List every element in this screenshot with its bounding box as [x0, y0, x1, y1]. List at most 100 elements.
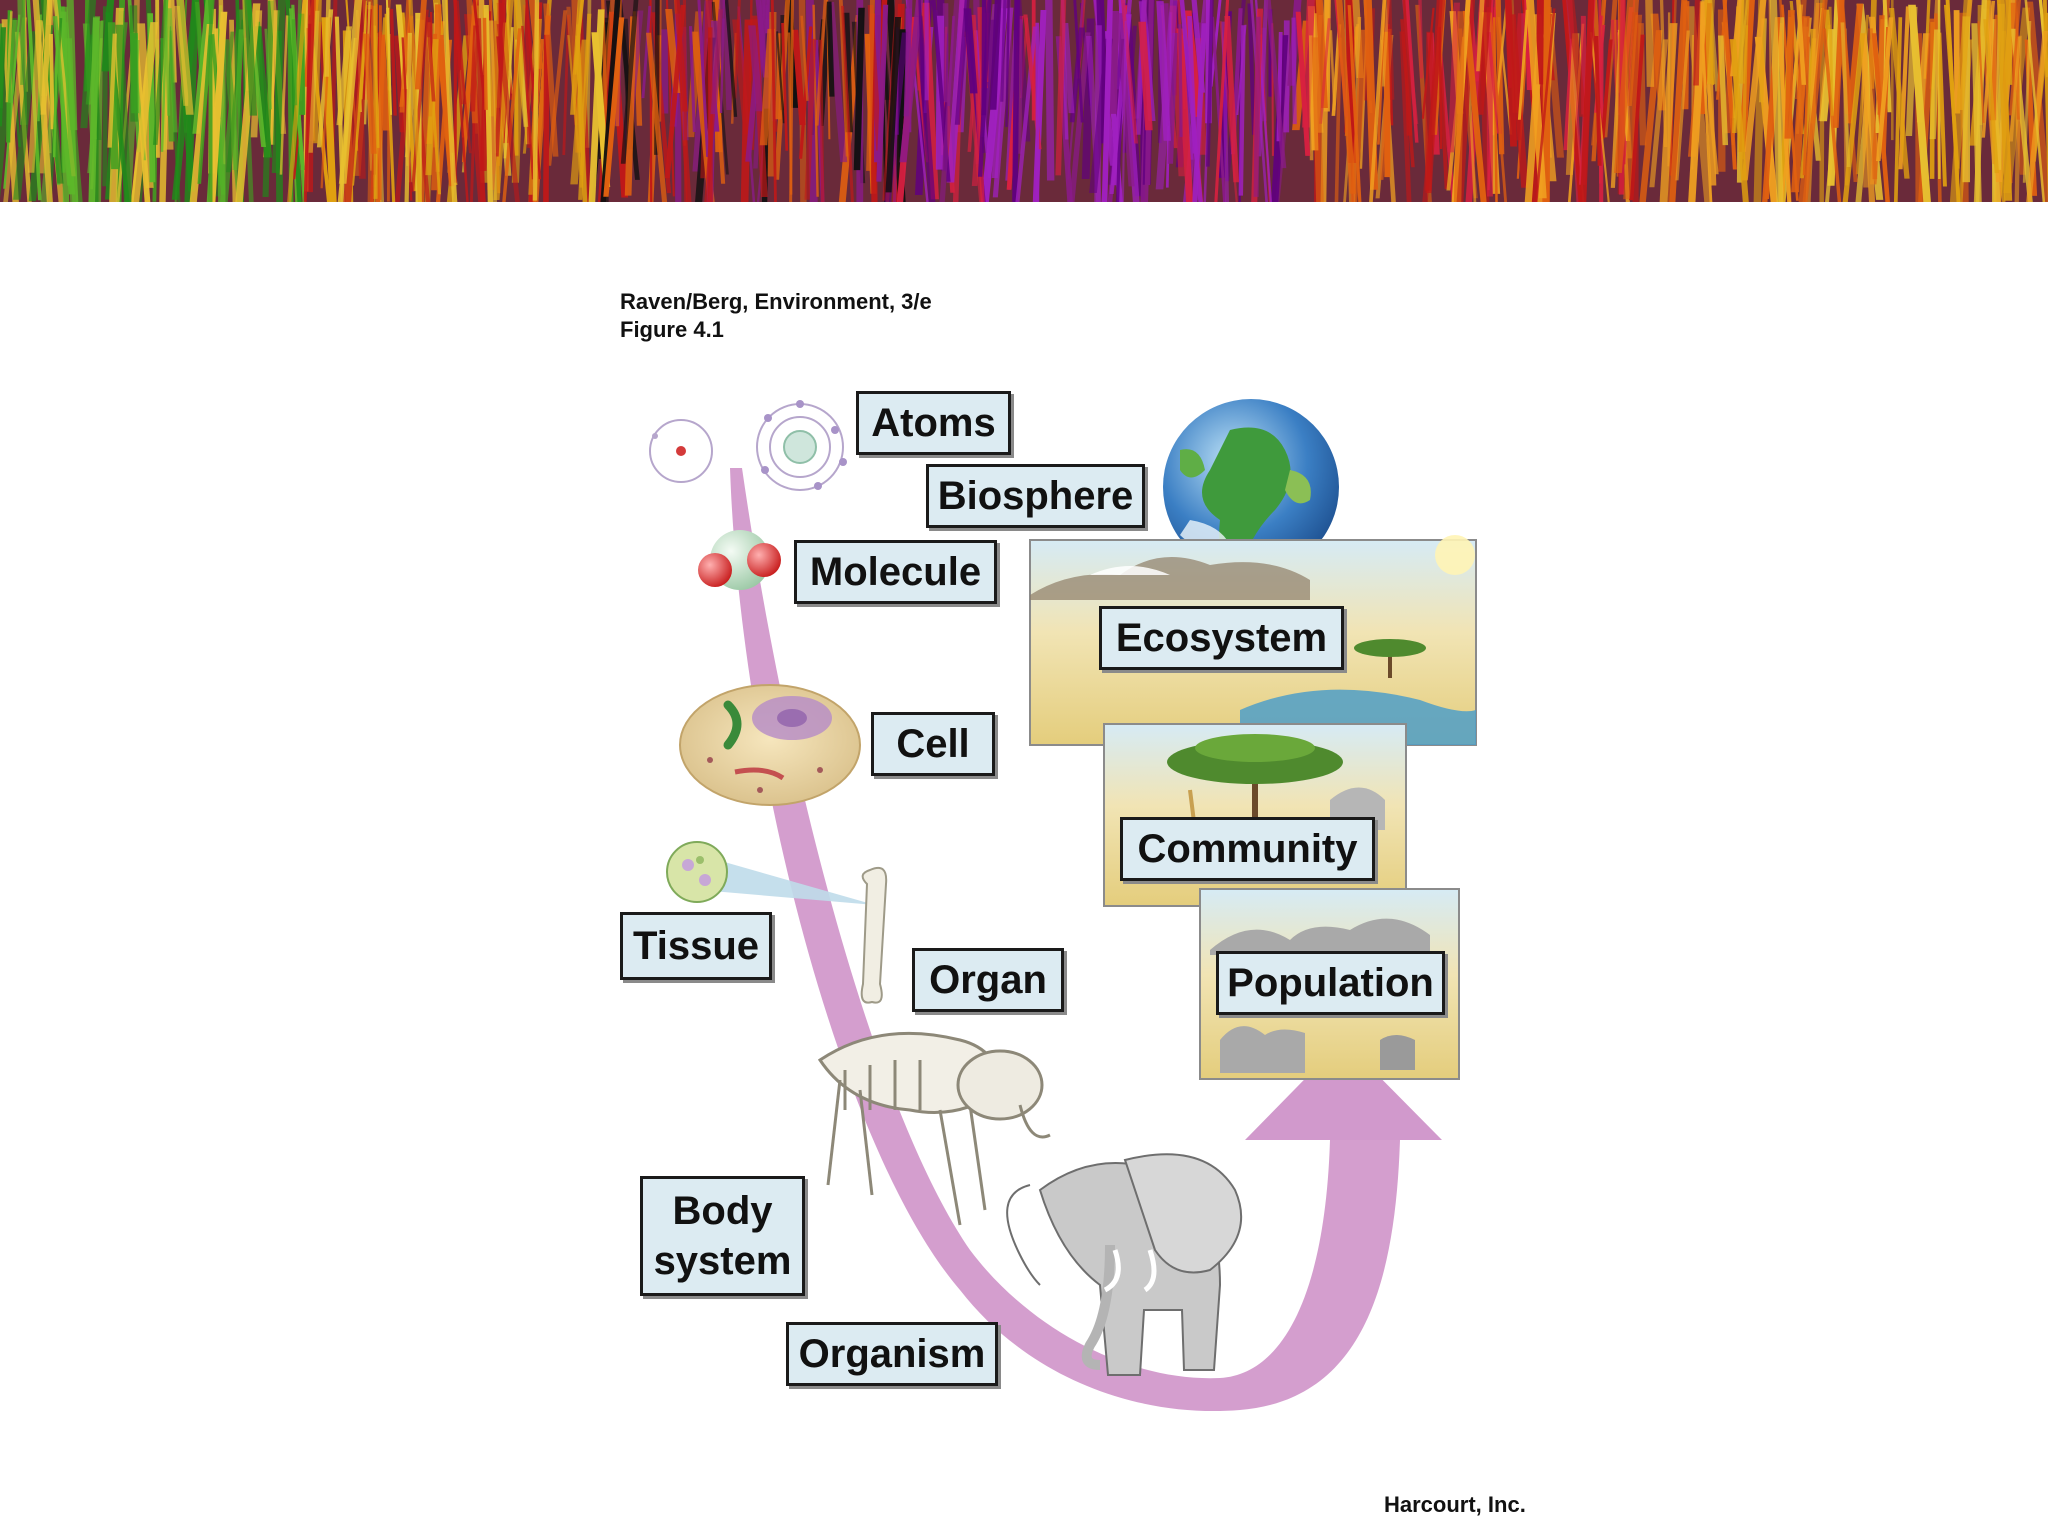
banner-streak	[1871, 33, 1894, 202]
banner-streak	[279, 15, 289, 175]
banner-streak	[661, 29, 669, 114]
banner-streak	[1737, 0, 1750, 84]
banner-streak	[1347, 5, 1362, 202]
banner-streak	[567, 35, 582, 176]
banner-streak	[1784, 10, 1795, 139]
banner-streak	[977, 0, 992, 177]
banner-streak	[1489, 12, 1511, 202]
banner-streak	[1623, 14, 1643, 200]
publisher-credit: Harcourt, Inc.	[1384, 1492, 1526, 1517]
banner-streak	[942, 3, 949, 103]
banner-streak	[1121, 20, 1127, 202]
banner-streak	[1367, 0, 1387, 202]
banner-streak	[599, 0, 622, 202]
banner-streak	[1600, 39, 1613, 139]
banner-streak	[748, 25, 764, 112]
banner-streak	[1238, 25, 1246, 196]
banner-streak	[1035, 22, 1040, 202]
banner-streak	[1532, 8, 1556, 202]
banner-streak	[1438, 27, 1443, 150]
banner-streak	[1699, 2, 1714, 202]
banner-streak	[441, 0, 458, 202]
banner-streak	[2025, 1, 2048, 202]
banner-streak	[2005, 0, 2013, 85]
banner-streak	[1178, 24, 1183, 138]
bone-organ-icon	[860, 866, 888, 1004]
banner-streak	[160, 0, 169, 152]
banner-streak	[1055, 0, 1067, 176]
banner-streak	[1064, 32, 1091, 202]
banner-streak	[1613, 0, 1636, 173]
tissue-icon	[666, 841, 875, 905]
banner-streak	[1594, 36, 1602, 166]
banner-streak	[1462, 10, 1490, 202]
banner-streak	[1962, 16, 1970, 183]
banner-streak	[0, 27, 7, 127]
banner-streak	[262, 0, 275, 197]
banner-streak	[469, 25, 479, 112]
banner-streak	[1836, 33, 1866, 202]
banner-streak	[1335, 0, 1356, 194]
banner-streak	[2009, 36, 2021, 142]
banner-streak	[542, 34, 550, 202]
banner-streak	[1703, 0, 1716, 85]
banner-streak	[775, 31, 785, 124]
arrow-head	[1245, 1040, 1442, 1140]
banner-streak	[232, 29, 244, 171]
banner-streak	[1977, 21, 1985, 123]
banner-streak	[1741, 0, 1767, 181]
banner-streak	[1693, 0, 1701, 86]
banner-streak	[1031, 0, 1036, 121]
banner-streak	[8, 20, 18, 103]
banner-streak	[1868, 28, 1878, 180]
banner-streak	[659, 0, 662, 122]
banner-streak	[1447, 2, 1460, 153]
banner-streak	[1517, 9, 1529, 120]
banner-streak	[1155, 0, 1179, 190]
label-body-system-line2: system	[653, 1239, 792, 1283]
banner-streak	[399, 0, 412, 113]
banner-streak	[800, 15, 809, 101]
banner-streak	[167, 8, 178, 133]
banner-streak	[787, 32, 793, 195]
banner-streak	[482, 17, 488, 110]
banner-streak	[899, 0, 925, 163]
organization-arrow	[730, 468, 1400, 1412]
banner-streak	[876, 4, 889, 182]
banner-streak	[1253, 16, 1261, 197]
banner-streak	[125, 22, 159, 202]
banner-streak	[115, 24, 133, 202]
banner-streak	[1399, 31, 1413, 202]
banner-streak	[1256, 0, 1270, 157]
banner-streak	[1971, 23, 1983, 202]
label-tissue: Tissue	[620, 912, 772, 980]
banner-streak	[1948, 0, 1972, 202]
banner-streak	[1311, 37, 1325, 202]
banner-streak	[1908, 4, 1933, 202]
banner-streak	[840, 5, 855, 202]
banner-streak	[1769, 0, 1785, 202]
banner-streak	[175, 0, 194, 115]
banner-streak	[1565, 0, 1587, 117]
banner-streak	[107, 33, 117, 148]
banner-streak	[1005, 0, 1011, 127]
label-ecosystem: Ecosystem	[1099, 606, 1344, 670]
banner-streak	[1267, 35, 1289, 202]
label-molecule: Molecule	[794, 540, 997, 604]
banner-streak	[1405, 0, 1419, 143]
banner-streak	[696, 0, 710, 158]
banner-streak	[688, 26, 696, 133]
banner-streak	[1334, 37, 1342, 202]
banner-streak	[454, 33, 471, 202]
banner-streak	[52, 30, 59, 158]
label-community: Community	[1120, 817, 1375, 881]
banner-streak	[1504, 0, 1517, 147]
banner-streak	[476, 18, 486, 202]
banner-streak	[1773, 39, 1800, 202]
banner-streak	[360, 0, 368, 100]
banner-streak	[48, 34, 55, 130]
banner-streak	[562, 14, 570, 155]
oxygen-atom-icon	[756, 400, 847, 491]
banner-streak	[1178, 0, 1205, 202]
banner-streak	[1983, 19, 2000, 174]
